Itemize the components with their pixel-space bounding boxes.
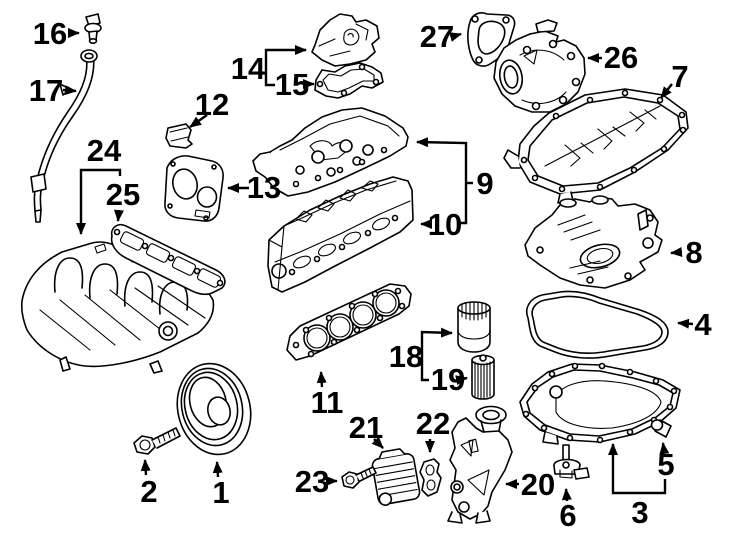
callout-12[interactable]: 12 xyxy=(195,87,229,122)
part-14-oil-separator xyxy=(311,13,380,67)
leader-21 xyxy=(371,436,384,449)
part-26-vacuum-pump xyxy=(493,19,586,113)
callout-23[interactable]: 23 xyxy=(295,464,329,499)
part-1-crankshaft-pulley xyxy=(176,362,252,456)
leader-7 xyxy=(660,83,673,99)
part-5-drain-plug xyxy=(650,419,672,438)
part-6-oil-level-sensor xyxy=(553,444,590,480)
part-16-oil-filler-cap xyxy=(84,13,102,44)
callout-labels: 16 17 12 13 24 25 14 15 27 26 7 9 10 8 4… xyxy=(29,16,713,533)
callout-8[interactable]: 8 xyxy=(685,235,702,270)
leader-18 xyxy=(420,327,453,382)
part-2-pulley-bolt xyxy=(133,427,181,455)
part-22-cooler-gasket xyxy=(419,458,442,497)
part-25-intake-gasket xyxy=(110,223,226,296)
part-7-upper-oil-pan xyxy=(503,88,689,204)
callout-17[interactable]: 17 xyxy=(29,73,63,108)
leader-27 xyxy=(449,32,462,42)
callout-15[interactable]: 15 xyxy=(275,67,309,102)
leader-8 xyxy=(670,247,683,257)
callout-14[interactable]: 14 xyxy=(231,51,266,86)
callout-6[interactable]: 6 xyxy=(559,498,576,533)
part-10-cylinder-head xyxy=(267,176,414,293)
callout-19[interactable]: 19 xyxy=(431,362,465,397)
part-23-bolt xyxy=(341,466,377,489)
leader-5 xyxy=(659,442,670,455)
leader-4 xyxy=(677,318,694,329)
callout-20[interactable]: 20 xyxy=(521,467,555,502)
leader-6 xyxy=(561,488,572,502)
part-18-oil-filter-cap xyxy=(457,301,491,353)
leader-1 xyxy=(212,461,223,478)
callout-7[interactable]: 7 xyxy=(671,59,688,94)
callout-13[interactable]: 13 xyxy=(247,170,281,205)
callout-10[interactable]: 10 xyxy=(428,207,462,242)
leader-24 xyxy=(76,168,122,235)
callout-24[interactable]: 24 xyxy=(87,133,122,168)
leader-11 xyxy=(316,371,327,388)
part-8-oil-pump-baffle xyxy=(524,195,663,289)
leader-3 xyxy=(608,443,667,495)
callout-3[interactable]: 3 xyxy=(631,495,648,530)
callout-9[interactable]: 9 xyxy=(476,166,493,201)
leader-25 xyxy=(114,209,124,222)
callout-2[interactable]: 2 xyxy=(140,474,157,509)
callout-11[interactable]: 11 xyxy=(311,385,344,420)
part-3-oil-pan xyxy=(519,362,681,445)
part-12-bracket xyxy=(165,123,193,149)
callout-18[interactable]: 18 xyxy=(389,339,423,374)
leader-19 xyxy=(455,375,468,386)
callout-27[interactable]: 27 xyxy=(420,19,454,54)
callout-5[interactable]: 5 xyxy=(657,447,674,482)
part-20-bracket xyxy=(447,405,513,524)
callout-16[interactable]: 16 xyxy=(33,16,67,51)
leader-2 xyxy=(140,459,151,476)
callout-25[interactable]: 25 xyxy=(106,177,140,212)
callout-4[interactable]: 4 xyxy=(694,307,712,342)
part-11-head-gasket xyxy=(286,283,412,361)
part-13-timing-cover xyxy=(164,155,224,222)
leader-12 xyxy=(189,114,208,128)
leader-14 xyxy=(264,45,307,87)
callout-22[interactable]: 22 xyxy=(416,406,450,441)
part-19-oil-filter-element xyxy=(471,354,495,400)
leader-17 xyxy=(62,85,77,96)
callout-1[interactable]: 1 xyxy=(212,475,229,510)
part-21-oil-cooler xyxy=(371,448,421,506)
part-4-oil-pan-gasket xyxy=(526,290,669,359)
callout-26[interactable]: 26 xyxy=(604,40,638,75)
callout-21[interactable]: 21 xyxy=(349,410,383,445)
leader-lines xyxy=(62,28,694,502)
part-9-valve-cover xyxy=(252,107,409,197)
part-15-separator-gasket xyxy=(314,62,384,99)
